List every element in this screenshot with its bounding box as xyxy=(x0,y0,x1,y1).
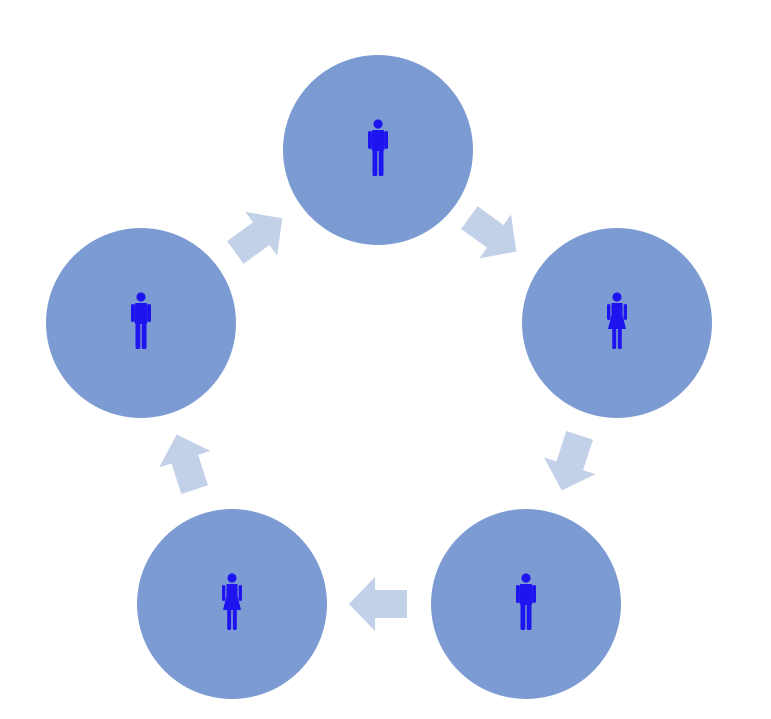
cycle-node-5 xyxy=(46,228,236,418)
cycle-nodes xyxy=(46,55,712,699)
cycle-node-1 xyxy=(283,55,473,245)
chevron-arrow-2-icon xyxy=(544,431,596,491)
cycle-node-4 xyxy=(137,509,327,699)
cycle-arrows xyxy=(159,206,596,631)
female-person-icon xyxy=(222,573,242,630)
cycle-node-3 xyxy=(431,509,621,699)
male-person-icon xyxy=(516,573,536,630)
chevron-arrow-1-icon xyxy=(461,206,517,259)
cycle-node-2 xyxy=(522,228,712,418)
chevron-arrow-3-icon xyxy=(349,577,407,631)
chevron-arrow-4-icon xyxy=(159,434,211,494)
female-person-icon xyxy=(607,292,627,349)
male-person-icon xyxy=(368,119,388,176)
male-person-icon xyxy=(131,292,151,349)
chevron-arrow-5-icon xyxy=(227,211,283,264)
